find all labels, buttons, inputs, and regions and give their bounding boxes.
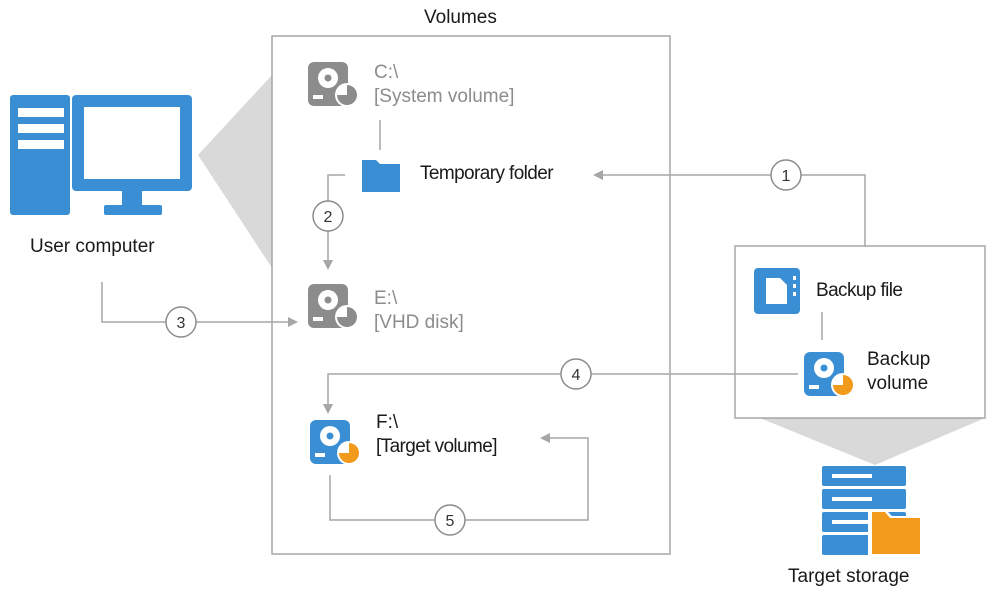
backup-volume-disk-icon — [804, 352, 855, 397]
storage-server-icon — [822, 466, 922, 556]
backup-file-icon — [754, 268, 800, 314]
user-computer-callout — [198, 75, 272, 268]
step-badge-5: 5 — [434, 504, 466, 536]
step-number: 5 — [446, 513, 455, 530]
vhd-disk-name: [VHD disk] — [374, 312, 464, 333]
target-volume-drive: F:\ — [376, 412, 399, 433]
target-disk-icon — [310, 420, 361, 465]
system-disk-icon — [308, 62, 359, 107]
step-number: 2 — [324, 209, 333, 226]
system-volume-name: [System volume] — [374, 86, 515, 107]
user-computer-label: User computer — [30, 236, 155, 257]
arrow-step-4 — [323, 373, 798, 414]
backup-volume-line2: volume — [867, 373, 929, 394]
step-number: 1 — [782, 168, 791, 185]
folder-icon — [362, 160, 400, 192]
arrow-step-5 — [329, 433, 589, 521]
vhd-disk-icon — [308, 284, 359, 329]
step-badge-2: 2 — [312, 200, 344, 232]
step-badge-4: 4 — [560, 358, 592, 390]
computer-icon — [10, 95, 192, 215]
step-number: 4 — [572, 367, 581, 384]
target-storage-label: Target storage — [788, 566, 910, 587]
vhd-disk-drive: E:\ — [374, 288, 398, 309]
backup-volume-line1: Backup — [867, 349, 931, 370]
arrow-step-3 — [101, 282, 298, 327]
target-volume-name: [Target volume] — [376, 436, 498, 457]
step-badge-3: 3 — [165, 306, 197, 338]
volumes-title: Volumes — [424, 7, 497, 28]
arrow-step-2 — [323, 174, 345, 270]
temporary-folder-label: Temporary folder — [420, 163, 554, 184]
target-storage-callout — [760, 418, 985, 465]
step-number: 3 — [177, 315, 186, 332]
backup-file-label: Backup file — [816, 280, 903, 301]
step-badge-1: 1 — [770, 159, 802, 191]
system-volume-drive: C:\ — [374, 62, 399, 83]
arrow-step-1 — [593, 170, 866, 246]
